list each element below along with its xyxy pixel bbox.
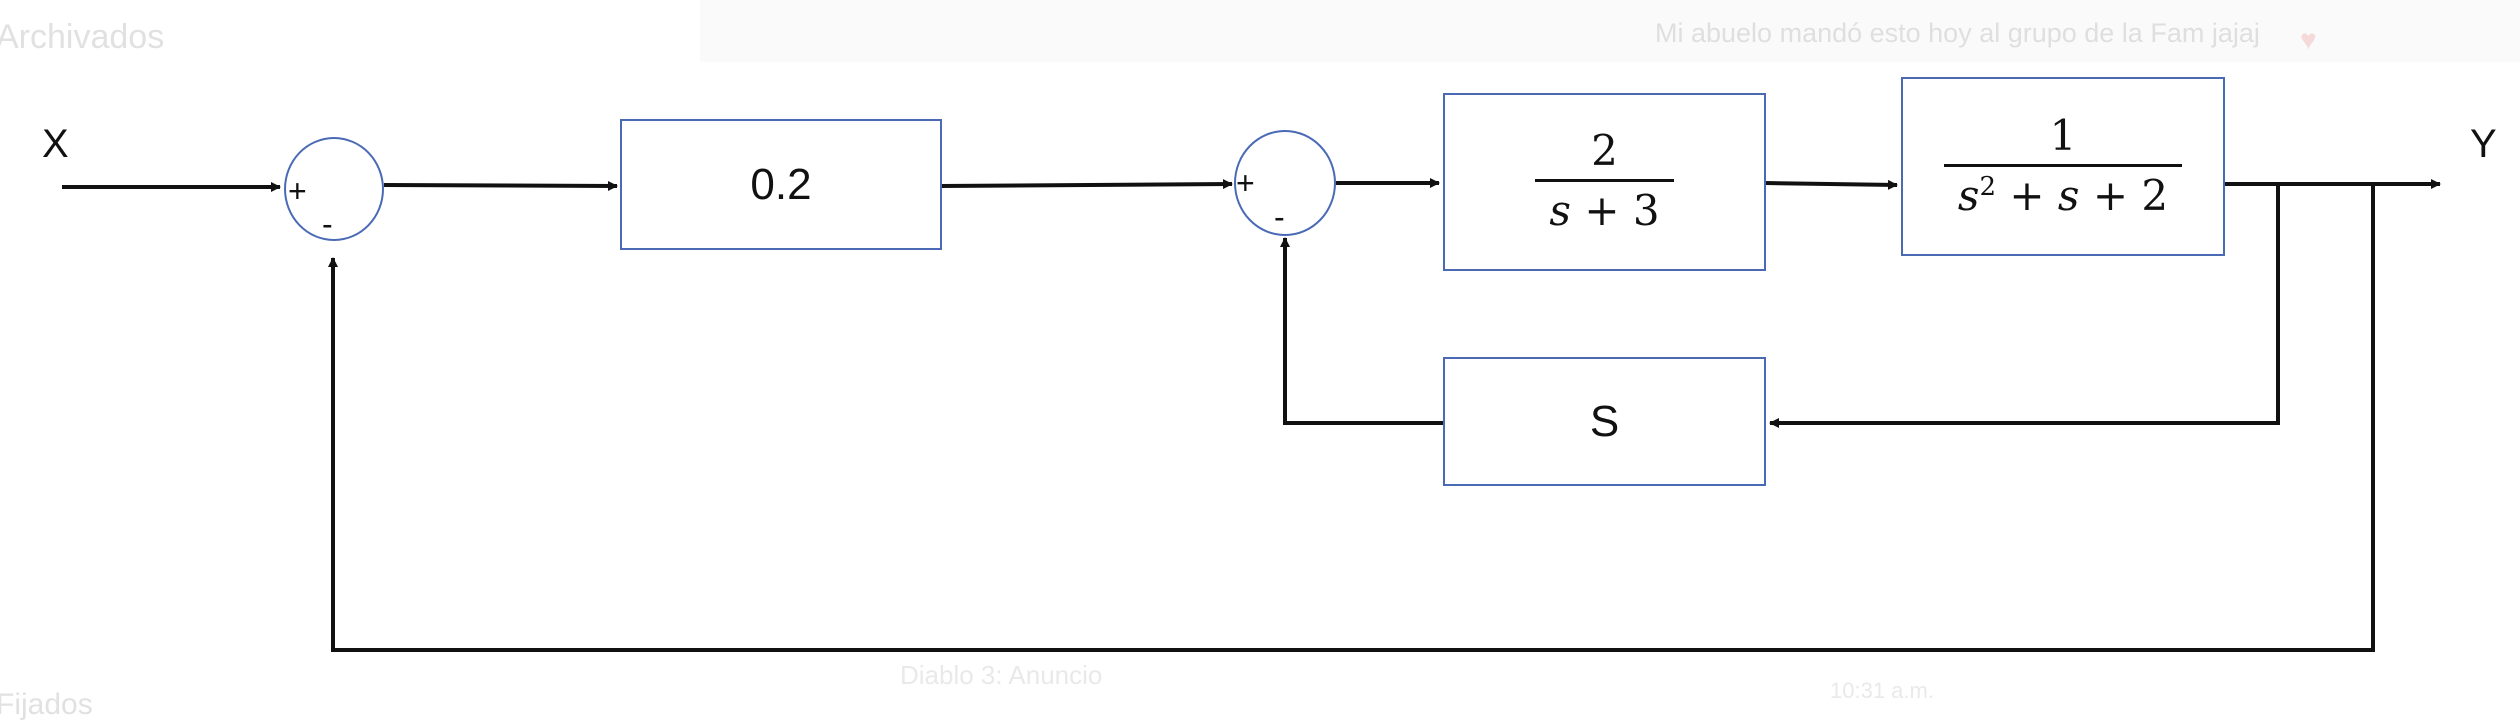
- tf2-numerator: 1: [2049, 110, 2077, 160]
- tf2-den-exponent: 2: [1979, 171, 1996, 202]
- summing-junction-1: [284, 137, 384, 241]
- tf1-den-rest: + 3: [1570, 186, 1660, 236]
- gain-to-sum2-line: [939, 179, 1233, 190]
- gain-value: 0.2: [750, 159, 812, 209]
- outer-feedback-line: [328, 184, 2375, 652]
- sum1-minus-sign: -: [322, 206, 333, 242]
- input-label: X: [42, 122, 69, 166]
- tf2-den-var: s: [1957, 170, 1980, 220]
- gain-block: 0.2: [620, 119, 942, 250]
- sum2-minus-sign: -: [1274, 199, 1285, 235]
- s-block-to-sum2-line: [1280, 237, 1443, 425]
- feedback-value: S: [1589, 396, 1620, 446]
- tf1-numerator: 2: [1591, 126, 1618, 176]
- tf2-den-mid: +: [1996, 170, 2058, 220]
- tf1-den-var: s: [1549, 186, 1571, 236]
- tf1-fraction: 2 s + 3: [1535, 126, 1674, 234]
- summing-junction-2: [1234, 130, 1336, 236]
- tf2-fraction: 1 s2 + s + 2: [1943, 110, 2183, 219]
- transfer-function-block-1: 2 s + 3: [1443, 93, 1766, 271]
- sum2-plus-sign: +: [1236, 165, 1255, 201]
- tf2-denominator: s2 + s + 2: [1944, 167, 2182, 219]
- tf2-fraction-bar: [1943, 163, 2183, 167]
- tf1-fraction-bar: [1535, 179, 1674, 183]
- tf1-denominator: s + 3: [1535, 182, 1673, 234]
- tf1-to-tf2-line: [1764, 179, 1898, 190]
- tf2-den-var2: s: [2057, 170, 2080, 220]
- transfer-function-block-2: 1 s2 + s + 2: [1901, 77, 2225, 256]
- sum1-to-gain-line: [383, 180, 618, 191]
- feedback-block: S: [1443, 357, 1766, 486]
- output-label: Y: [2470, 122, 2497, 166]
- inner-feedback-line: [1769, 184, 2280, 428]
- sum1-plus-sign: +: [288, 173, 307, 209]
- tf2-den-rest: + 2: [2079, 170, 2169, 220]
